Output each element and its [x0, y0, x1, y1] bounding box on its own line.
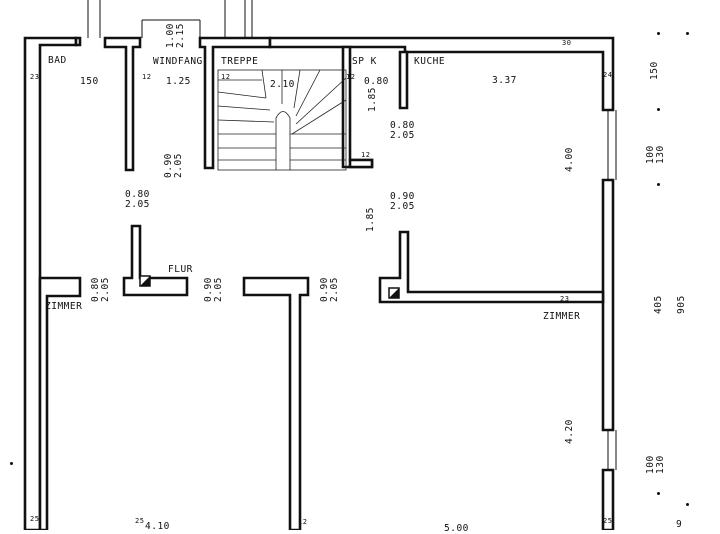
dim-bottom-right: 5.00: [444, 523, 469, 534]
wall-right-lower: [601, 468, 615, 530]
room-label-flur: FLUR: [168, 264, 193, 275]
door-zimmer-left: 0.80 2.05: [125, 189, 150, 210]
wall-spk-right: [398, 50, 409, 110]
chimneys: [139, 275, 400, 299]
dim-wall-12c: 12: [346, 73, 356, 81]
dim-dot: [657, 492, 660, 495]
door-kuche: 0.90 2.05: [390, 191, 415, 212]
dim-kuche-width: 3.37: [492, 75, 517, 86]
outer-dim-3: 405: [653, 295, 664, 314]
wall-kuche-block: [378, 230, 605, 304]
door-spk: 0.80 2.05: [390, 120, 415, 141]
staircase: [217, 69, 347, 171]
entry-lines: [87, 0, 253, 38]
dim-wall-12b: 12: [221, 73, 231, 81]
room-label-treppe: TREPPE: [221, 56, 259, 67]
dim-wall-23a: 23: [30, 73, 40, 81]
wall-right-upper: [601, 178, 615, 432]
dim-wall-30: 30: [562, 39, 572, 47]
dim-wall-24: 24: [603, 71, 613, 79]
wall-flur-block: [122, 224, 189, 297]
outer-dim-4: 905: [676, 295, 687, 314]
dim-spk-depth: 1.85: [367, 87, 378, 112]
door-zimmer-mid: 0.90 2.05: [203, 277, 224, 302]
dim-dot: [686, 32, 689, 35]
wall-top-right: [268, 36, 615, 112]
dim-dot: [686, 503, 689, 506]
door-windfang: 0.90 2.05: [163, 153, 184, 178]
room-label-windfang: WINDFANG: [153, 56, 203, 67]
room-label-kuche: KUCHE: [414, 56, 446, 67]
room-label-spk: SP K: [352, 56, 377, 67]
dim-spk-width: 0.80: [364, 76, 389, 87]
outer-dim-6: 9: [676, 519, 683, 530]
dim-wall-25a: 25: [30, 515, 40, 523]
wall-entry-left: [103, 36, 142, 172]
dim-bottom-left: 4.10: [145, 521, 170, 532]
dim-zimmer-depth: 4.20: [564, 419, 575, 444]
wall-bad-divider: [38, 276, 82, 530]
windows: [607, 110, 617, 470]
dim-wall-25b: 25: [135, 517, 145, 525]
dim-flur-depth: 1.85: [365, 207, 376, 232]
dim-treppe-width: 2.10: [270, 79, 295, 90]
wall-kuche-upper: [348, 158, 374, 169]
room-label-zimmer-right: ZIMMER: [543, 311, 581, 322]
dim-bad-width: 150: [80, 76, 99, 87]
dim-dot: [657, 183, 660, 186]
dim-dot: [657, 108, 660, 111]
outer-dim-2: 100 130: [645, 145, 666, 164]
dim-kuche-depth: 4.00: [564, 147, 575, 172]
walls: [23, 36, 615, 530]
dim-wall-12d: 12: [361, 151, 371, 159]
room-label-bad: BAD: [48, 55, 67, 66]
dim-windfang-width: 1.25: [166, 76, 191, 87]
dim-wall-12e: 12: [298, 518, 308, 526]
door-zimmer-mid2: 0.90 2.05: [319, 277, 340, 302]
wall-top-bad: [74, 36, 82, 47]
dim-wall-12a: 12: [142, 73, 152, 81]
door-flur-left: 0.80 2.05: [90, 277, 111, 302]
dim-dot: [10, 462, 13, 465]
outer-dim-5: 100 130: [645, 455, 666, 474]
dim-wall-23b: 23: [560, 295, 570, 303]
dim-dot: [657, 32, 660, 35]
wall-middle: [242, 276, 310, 530]
door-entry: 1.00 2.15: [165, 23, 186, 48]
room-label-zimmer-left: ZIMMER: [45, 301, 83, 312]
outer-dim-1: 150: [649, 61, 660, 80]
dim-wall-25c: 25: [603, 517, 613, 525]
